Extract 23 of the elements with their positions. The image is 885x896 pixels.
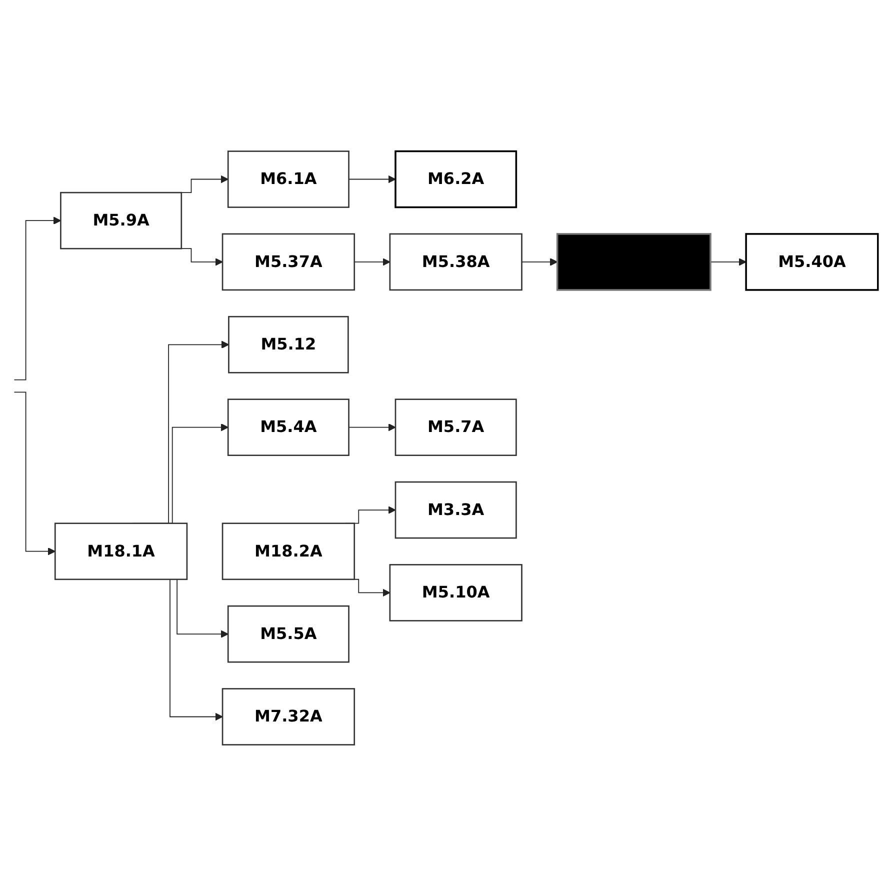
arrow [521, 258, 558, 266]
arrow [348, 175, 396, 184]
node-box: M5.4A [227, 398, 350, 456]
node-box: M5.9A [60, 192, 182, 250]
arrow [354, 258, 390, 266]
node-box: M5.12 [228, 316, 349, 374]
node-box: M5.5A [227, 605, 350, 663]
node-box: M5.7A [394, 398, 517, 456]
node-box: M5.10A [389, 564, 522, 622]
arrow [14, 216, 62, 380]
node-box: M18.1A [54, 522, 188, 580]
arrow [348, 423, 396, 432]
node-box: M7.32A [222, 688, 356, 746]
node-box: M5.40A [745, 233, 879, 291]
node-box: M3.3A [394, 481, 517, 539]
node-box: M6.1A [227, 150, 350, 208]
arrow [710, 258, 746, 266]
node-box [556, 233, 712, 291]
arrow [14, 392, 56, 556]
node-box: M18.2A [222, 522, 356, 580]
node-box: M6.2A [394, 150, 518, 208]
node-box: M5.37A [222, 233, 356, 291]
node-box: M5.38A [389, 233, 522, 291]
